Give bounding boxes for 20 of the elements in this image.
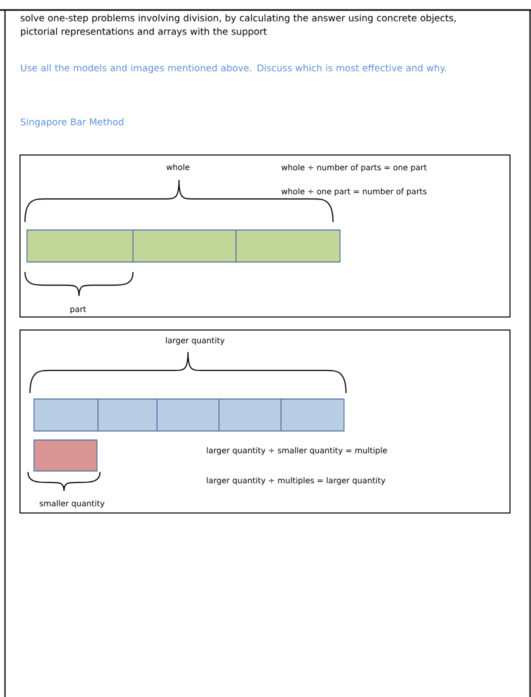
bar-segment — [236, 230, 340, 262]
bar-segment — [156, 398, 220, 432]
brace-label: smaller quantity — [40, 500, 104, 508]
formula-text: whole ÷ one part = number of parts — [282, 188, 426, 196]
formula-text: whole ÷ number of parts = one part — [282, 164, 427, 172]
bar-segment — [218, 398, 282, 432]
bar-segment — [34, 398, 98, 432]
brace-label: larger quantity — [166, 337, 224, 345]
instruction-text: Use all the models and images mentioned above. Discuss which is most effective and why. — [21, 64, 446, 74]
bar-segment — [98, 398, 158, 432]
bar-segment — [34, 440, 98, 472]
bar-segment — [132, 230, 236, 262]
bar-segment — [26, 230, 134, 262]
brace-label: part — [70, 306, 86, 314]
formula-text: larger quantity ÷ multiples = larger quantity — [206, 477, 386, 485]
formula-text: larger quantity ÷ smaller quantity = multiple — [206, 447, 387, 455]
instruction-text: Singapore Bar Method — [20, 118, 124, 128]
brace-label: whole — [166, 164, 190, 170]
bar-segment — [280, 398, 344, 432]
instruction-text: solve one-step problems involving division, by calculating the answer using concrete objects, pictorial representations and arrays with the support — [20, 14, 456, 37]
